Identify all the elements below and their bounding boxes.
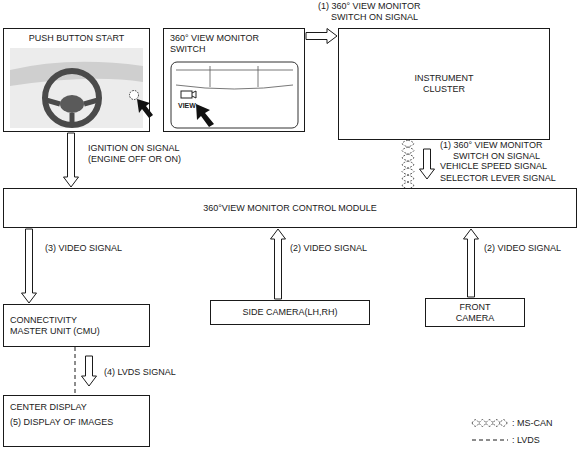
twisted-pair-sample [472, 420, 508, 427]
box-title: INSTRUMENT CLUSTER [404, 73, 484, 95]
twisted-pair-wire [402, 140, 414, 188]
signal-label: (2) VIDEO SIGNAL [290, 243, 380, 254]
push-button-illustration [10, 48, 153, 128]
dashed-sample [472, 440, 508, 441]
panel-curve [176, 85, 293, 89]
hollow-arrow [82, 356, 97, 386]
signal-label: (1) 360° VIEW MONITOR SWITCH ON SIGNAL [318, 1, 435, 23]
module-box: 360°VIEW MONITOR CONTROL MODULE [3, 188, 577, 228]
hollow-arrow [271, 229, 286, 299]
twisted-pair-sample [472, 420, 508, 427]
camera-icon [181, 91, 192, 98]
hollow-arrow [22, 229, 37, 303]
twisted-pair-wire [402, 140, 414, 188]
signal-arrow [464, 229, 479, 297]
switch-box: 360° VIEW MONITOR SWITCH [163, 28, 305, 132]
hollow-arrow [306, 29, 337, 44]
signal-arrow [64, 133, 79, 187]
signal-label: (3) VIDEO SIGNAL [45, 243, 135, 254]
hollow-arrow [464, 229, 479, 297]
steering-spokes [46, 100, 98, 124]
box-title: CONNECTIVITY MASTER UNIT (CMU) [10, 315, 110, 337]
module-box: INSTRUMENT CLUSTER [338, 28, 550, 140]
module-box: CONNECTIVITY MASTER UNIT (CMU) [3, 304, 150, 347]
signal-label: IGNITION ON SIGNAL (ENGINE OFF OR ON) [88, 143, 184, 165]
signal-arrow [306, 29, 337, 44]
box-note: (5) DISPLAY OF IMAGES [10, 417, 113, 428]
lvds-connector [75, 347, 97, 395]
legend-sample [472, 420, 508, 427]
box-title: 360°VIEW MONITOR CONTROL MODULE [203, 203, 377, 214]
pointer-hand [137, 99, 153, 118]
box-title: SIDE CAMERA(LH,RH) [242, 307, 337, 318]
button-legend: VIEW [178, 100, 208, 111]
signal-name: SELECTOR LEVER SIGNAL [440, 173, 580, 184]
box-title: FRONT CAMERA [445, 302, 505, 324]
signal-name: VEHICLE SPEED SIGNAL [440, 161, 580, 172]
dashed-wire [75, 347, 76, 395]
signal-arrow [271, 229, 286, 299]
camera-icon-lens [192, 91, 196, 98]
signal-arrow [22, 229, 37, 303]
interior-background [10, 48, 143, 128]
legend-text: : LVDS [512, 435, 578, 446]
display-box: CENTER DISPLAY (5) DISPLAY OF IMAGES [3, 395, 150, 447]
ms-can-connector [402, 140, 435, 188]
camera-box: SIDE CAMERA(LH,RH) [210, 300, 370, 325]
signal-label: (2) VIDEO SIGNAL [484, 243, 574, 254]
hollow-arrow [420, 149, 435, 179]
legend-text: : MS-CAN [512, 418, 578, 429]
legend-sample [472, 440, 508, 441]
signal-label: (1) 360° VIEW MONITOR SWITCH ON SIGNAL [440, 140, 557, 162]
box-title: 360° VIEW MONITOR SWITCH [170, 33, 265, 55]
switch-panel [171, 62, 298, 128]
start-button [130, 91, 139, 100]
steering-hub [60, 95, 84, 113]
pointer-hand [196, 104, 214, 127]
switch-box: PUSH BUTTON START [3, 28, 150, 132]
switch-illustration [171, 62, 298, 128]
signal-label: (4) LVDS SIGNAL [104, 367, 194, 378]
camera-box: FRONT CAMERA [425, 298, 525, 327]
box-title: CENTER DISPLAY [10, 402, 87, 413]
hollow-arrow [64, 133, 79, 187]
steering-wheel [45, 71, 99, 125]
panel-lines [176, 66, 293, 87]
box-title: PUSH BUTTON START [29, 33, 125, 44]
dashboard [10, 62, 143, 86]
